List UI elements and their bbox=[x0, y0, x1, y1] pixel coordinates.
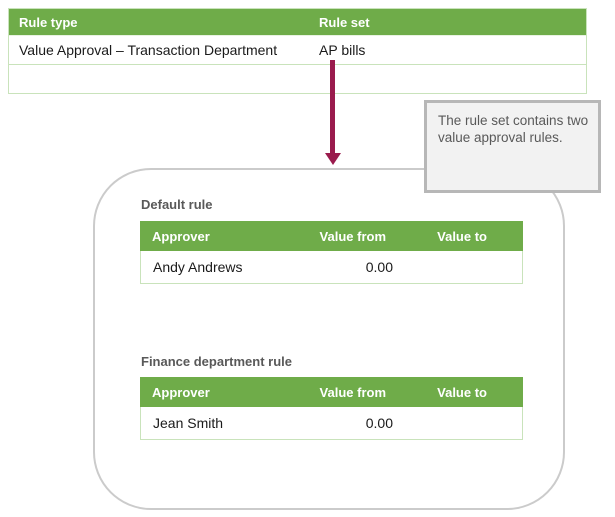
table-row: Value Approval – Transaction Department … bbox=[9, 35, 586, 64]
header-approver: Approver bbox=[152, 384, 210, 400]
finance-rule-table-header-row: Approver Value from Value to bbox=[140, 377, 523, 407]
header-value-from: Value from bbox=[319, 384, 386, 400]
header-approver: Approver bbox=[152, 228, 210, 244]
finance-rule-table: Approver Value from Value to Jean Smith … bbox=[140, 377, 523, 440]
callout-note: The rule set contains two value approval… bbox=[424, 100, 601, 193]
table-row-empty bbox=[9, 64, 586, 93]
cell-rule-set: AP bills bbox=[319, 42, 366, 58]
cell-approver: Jean Smith bbox=[153, 415, 224, 431]
default-rule-table-header-row: Approver Value from Value to bbox=[140, 221, 523, 251]
header-value-to: Value to bbox=[437, 384, 487, 400]
cell-approver: Andy Andrews bbox=[153, 259, 243, 275]
header-value-from: Value from bbox=[319, 228, 386, 244]
default-rule-table: Approver Value from Value to Andy Andrew… bbox=[140, 221, 523, 284]
table-row: Jean Smith 0.00 bbox=[141, 407, 522, 439]
header-rule-set: Rule set bbox=[319, 14, 370, 30]
default-rule-label: Default rule bbox=[141, 197, 213, 212]
rule-type-table-header-row: Rule type Rule set bbox=[9, 9, 586, 35]
down-arrow-shaft bbox=[330, 60, 335, 154]
down-arrow-head-icon bbox=[325, 153, 341, 165]
header-value-to: Value to bbox=[437, 228, 487, 244]
header-rule-type: Rule type bbox=[19, 14, 78, 30]
rule-set-panel bbox=[93, 168, 565, 510]
table-row: Andy Andrews 0.00 bbox=[141, 251, 522, 283]
cell-value-from: 0.00 bbox=[365, 415, 393, 431]
cell-rule-type: Value Approval – Transaction Department bbox=[19, 42, 278, 58]
rule-type-table: Rule type Rule set Value Approval – Tran… bbox=[8, 8, 587, 94]
finance-rule-label: Finance department rule bbox=[141, 354, 292, 369]
cell-value-from: 0.00 bbox=[365, 259, 393, 275]
